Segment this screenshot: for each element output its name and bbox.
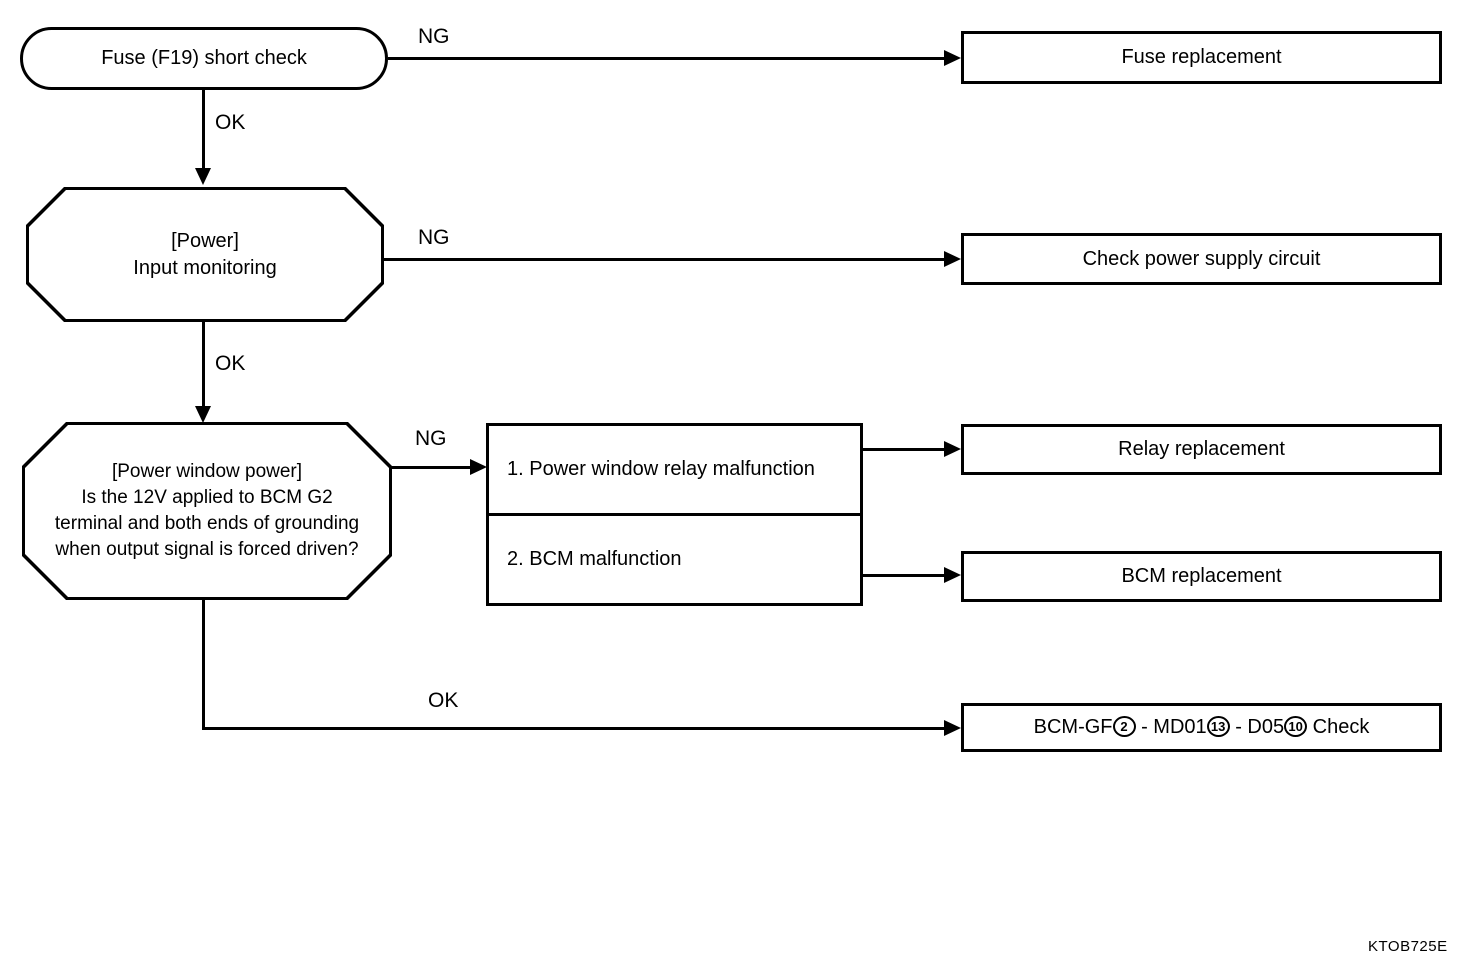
edge-label-ok-2: OK [215,352,246,375]
edge-label-ng-1: NG [418,25,450,48]
edge-ok-1-line [202,90,205,168]
node-check-power-supply-circuit[interactable]: Check power supply circuit [961,233,1442,285]
edge-ok-2-arrowhead [195,406,211,423]
node-relay-replacement[interactable]: Relay replacement [961,424,1442,475]
circled-number-13: 13 [1206,716,1230,737]
connector-seg-2: - MD01 [1135,716,1207,738]
figure-code: KTOB725E [1368,938,1448,955]
malfunction-list-item-1-label: 1. Power window relay malfunction [507,458,815,480]
edge-ok-2-line [202,322,205,408]
connector-seg-6: Check [1307,716,1370,738]
edge-bcm-arrowhead [944,567,961,583]
edge-relay-line [863,448,944,451]
connector-seg-4: - D05 [1229,716,1285,738]
node-bcm-replacement-label: BCM replacement [1121,565,1282,587]
node-relay-replacement-label: Relay replacement [1118,438,1285,460]
edge-ng-2-arrowhead [944,251,961,267]
node-check-power-supply-circuit-label: Check power supply circuit [1082,247,1321,270]
malfunction-list-item-2[interactable]: 2. BCM malfunction [489,516,860,603]
node-fuse-short-check[interactable]: Fuse (F19) short check [20,27,388,90]
node-fuse-short-check-label: Fuse (F19) short check [101,47,307,69]
circled-number-10: 10 [1284,716,1308,737]
node-power-input-monitoring[interactable]: [Power] Input monitoring [26,187,384,322]
edge-label-ok-1: OK [215,111,246,134]
malfunction-list-box[interactable]: 1. Power window relay malfunction 2. BCM… [486,423,863,606]
edge-relay-arrowhead [944,441,961,457]
malfunction-list-item-2-label: 2. BCM malfunction [507,548,682,570]
edge-ok-1-arrowhead [195,168,211,185]
node-power-window-power-label: [Power window power] Is the 12V applied … [54,461,360,560]
edge-ng-1-line [388,57,944,60]
node-power-window-power[interactable]: [Power window power] Is the 12V applied … [22,422,392,600]
node-fuse-replacement-label: Fuse replacement [1121,46,1282,68]
edge-ng-3-line [392,466,470,469]
node-power-input-monitoring-label: [Power] Input monitoring [133,229,277,279]
connector-seg-0: BCM-GF [1033,716,1113,738]
malfunction-list-item-1[interactable]: 1. Power window relay malfunction [489,426,860,516]
edge-bcm-line [863,574,944,577]
edge-label-ng-2: NG [418,226,450,249]
node-bcm-replacement[interactable]: BCM replacement [961,551,1442,602]
edge-ng-3-arrowhead [470,459,487,475]
edge-label-ng-3: NG [415,427,447,450]
edge-label-ok-3: OK [428,689,459,712]
edge-ok-3-arrowhead [944,720,961,736]
edge-ng-1-arrowhead [944,50,961,66]
edge-ng-2-line [384,258,944,261]
node-fuse-replacement[interactable]: Fuse replacement [961,31,1442,84]
circled-number-2: 2 [1112,716,1136,737]
edge-ok-3-vline [202,600,205,730]
edge-ok-3-hline [202,727,944,730]
